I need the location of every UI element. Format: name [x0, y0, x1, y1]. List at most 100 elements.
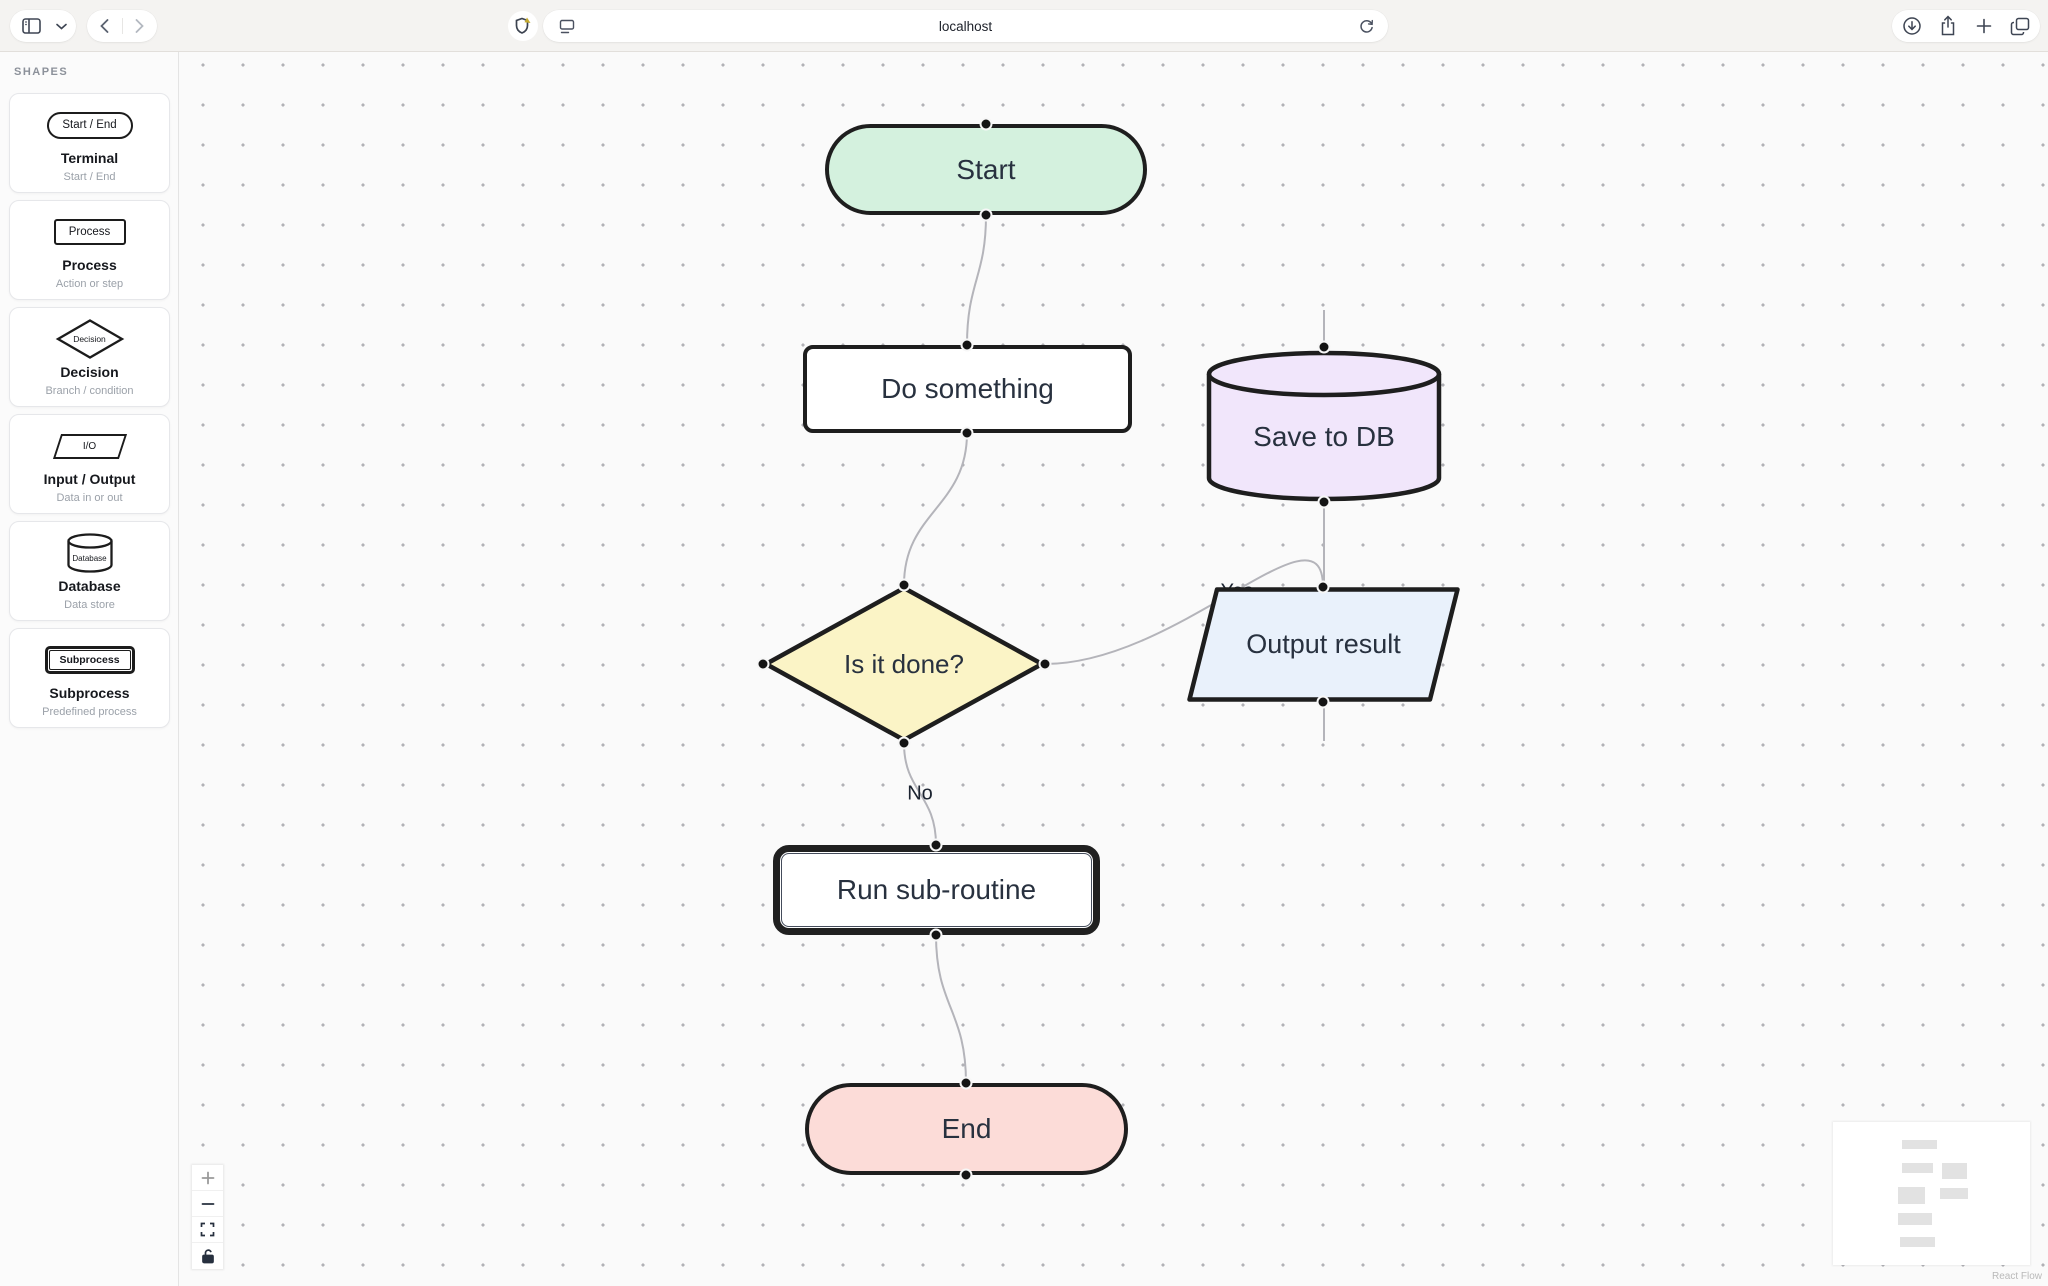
- forward-button[interactable]: [122, 10, 157, 42]
- browser-toolbar: localhost: [0, 0, 2048, 52]
- edge-subroutine-to-end[interactable]: [935, 934, 967, 1084]
- lock-interactivity-button[interactable]: [192, 1243, 223, 1269]
- url-field[interactable]: localhost: [543, 10, 1388, 42]
- mini-node-end: [1900, 1237, 1935, 1247]
- flow-canvas[interactable]: Yes No Start Do something Save to DB Is …: [179, 52, 2048, 1286]
- mini-node-do-something: [1902, 1163, 1933, 1173]
- edge-start-to-dosomething[interactable]: [966, 214, 987, 346]
- shape-card-title: Subprocess: [49, 685, 130, 702]
- tab-overview-icon: [2010, 17, 2030, 36]
- nav-divider: [121, 18, 123, 34]
- handle-decision-bottom[interactable]: [897, 736, 911, 750]
- sidebar-toggle-group: [10, 10, 76, 42]
- refresh-button[interactable]: [1348, 10, 1384, 42]
- shape-card-subprocess[interactable]: Subprocess Subprocess Predefined process: [9, 628, 170, 728]
- flow-controls: [192, 1165, 223, 1269]
- minus-icon: [201, 1202, 214, 1205]
- node-label: Is it done?: [844, 648, 964, 679]
- new-tab-button[interactable]: [1966, 10, 2002, 42]
- handle-dosomething-top[interactable]: [960, 338, 974, 352]
- reader-button[interactable]: [549, 10, 585, 42]
- rect-shape-preview: Process: [53, 219, 126, 246]
- zoom-in-button[interactable]: [192, 1165, 223, 1191]
- handle-decision-top[interactable]: [897, 578, 911, 592]
- node-end[interactable]: End: [805, 1083, 1128, 1175]
- shape-card-subtitle: Action or step: [55, 277, 124, 290]
- reactflow-attribution: React Flow: [1991, 1271, 2042, 1282]
- forward-icon: [135, 19, 144, 33]
- handle-subroutine-top[interactable]: [929, 838, 943, 852]
- fit-view-icon: [200, 1222, 215, 1237]
- shape-card-decision[interactable]: Decision Decision Branch / condition: [9, 307, 170, 407]
- shape-card-title: Terminal: [60, 150, 119, 167]
- handle-end-bottom[interactable]: [959, 1168, 973, 1182]
- mini-node-subroutine: [1898, 1213, 1932, 1225]
- node-label: Do something: [881, 373, 1054, 404]
- shape-card-process[interactable]: Process Process Action or step: [9, 200, 170, 300]
- node-do-something[interactable]: Do something: [803, 345, 1132, 433]
- edge-dosomething-to-decision[interactable]: [903, 432, 968, 586]
- plus-icon: [1976, 18, 1992, 34]
- back-button[interactable]: [87, 10, 122, 42]
- refresh-icon: [1359, 18, 1374, 34]
- chevron-down-icon: [55, 23, 67, 30]
- node-is-it-done[interactable]: Is it done?: [763, 585, 1045, 743]
- mini-node-save-db: [1942, 1163, 1967, 1179]
- handle-decision-left[interactable]: [756, 657, 770, 671]
- shapes-sidebar: SHAPES Start / End Terminal Start / End …: [0, 52, 179, 1286]
- node-run-subroutine[interactable]: Run sub-routine: [773, 845, 1100, 935]
- downloads-button[interactable]: [1894, 10, 1930, 42]
- handle-start-top[interactable]: [979, 117, 993, 131]
- node-start[interactable]: Start: [825, 124, 1147, 215]
- shape-card-title: Database: [58, 578, 121, 595]
- url-text: localhost: [938, 18, 993, 34]
- shape-card-subtitle: Data in or out: [56, 491, 123, 504]
- handle-subroutine-bottom[interactable]: [929, 928, 943, 942]
- node-label: End: [941, 1113, 992, 1144]
- share-button[interactable]: [1930, 10, 1966, 42]
- shape-card-subtitle: Branch / condition: [45, 384, 134, 397]
- shape-card-database[interactable]: Database Database Data store: [9, 521, 170, 621]
- handle-start-bottom[interactable]: [979, 208, 993, 222]
- fit-view-button[interactable]: [192, 1217, 223, 1243]
- sidebar-toggle-button[interactable]: [13, 10, 49, 42]
- privacy-shield-icon: [512, 15, 534, 37]
- handle-savedb-bottom[interactable]: [1317, 495, 1331, 509]
- shape-card-subtitle: Start / End: [63, 170, 116, 183]
- node-save-to-db[interactable]: Save to DB: [1205, 350, 1443, 502]
- nav-group: [87, 10, 157, 42]
- stadium-shape-preview: Start / End: [46, 111, 133, 139]
- shape-card-io[interactable]: I/O Input / Output Data in or out: [9, 414, 170, 514]
- handle-output-bottom[interactable]: [1316, 695, 1330, 709]
- cylinder-preview-label: Database: [72, 553, 107, 563]
- minimap[interactable]: [1833, 1122, 2030, 1265]
- back-icon: [99, 19, 109, 33]
- parallelogram-shape: [1187, 587, 1460, 702]
- node-output-result[interactable]: Output result: [1187, 587, 1460, 702]
- handle-output-top[interactable]: [1316, 580, 1330, 594]
- handle-dosomething-bottom[interactable]: [960, 426, 974, 440]
- unlock-icon: [201, 1248, 214, 1263]
- shape-card-title: Input / Output: [43, 471, 136, 488]
- handle-savedb-top[interactable]: [1317, 340, 1331, 354]
- edge-decision-to-subroutine-no[interactable]: [903, 742, 937, 846]
- node-label: Start: [956, 153, 1016, 185]
- shape-card-subtitle: Predefined process: [42, 705, 137, 718]
- sidebar-menu-button[interactable]: [49, 10, 73, 42]
- diamond-preview-label: Decision: [73, 334, 106, 345]
- mini-node-output: [1940, 1188, 1968, 1199]
- shape-card-terminal[interactable]: Start / End Terminal Start / End: [9, 93, 170, 193]
- sidebar-icon: [21, 18, 41, 34]
- privacy-shield-button[interactable]: [508, 11, 538, 41]
- handle-end-top[interactable]: [959, 1076, 973, 1090]
- handle-decision-right[interactable]: [1038, 657, 1052, 671]
- node-label: Output result: [1246, 629, 1401, 659]
- reader-icon: [559, 19, 575, 34]
- mini-node-start: [1902, 1140, 1937, 1149]
- zoom-out-button[interactable]: [192, 1191, 223, 1217]
- cylinder-shape-preview: [66, 533, 113, 573]
- share-icon: [1939, 15, 1957, 37]
- tab-overview-button[interactable]: [2002, 10, 2038, 42]
- edge-label-no: No: [907, 782, 933, 805]
- parallelogram-preview-label: I/O: [82, 440, 97, 452]
